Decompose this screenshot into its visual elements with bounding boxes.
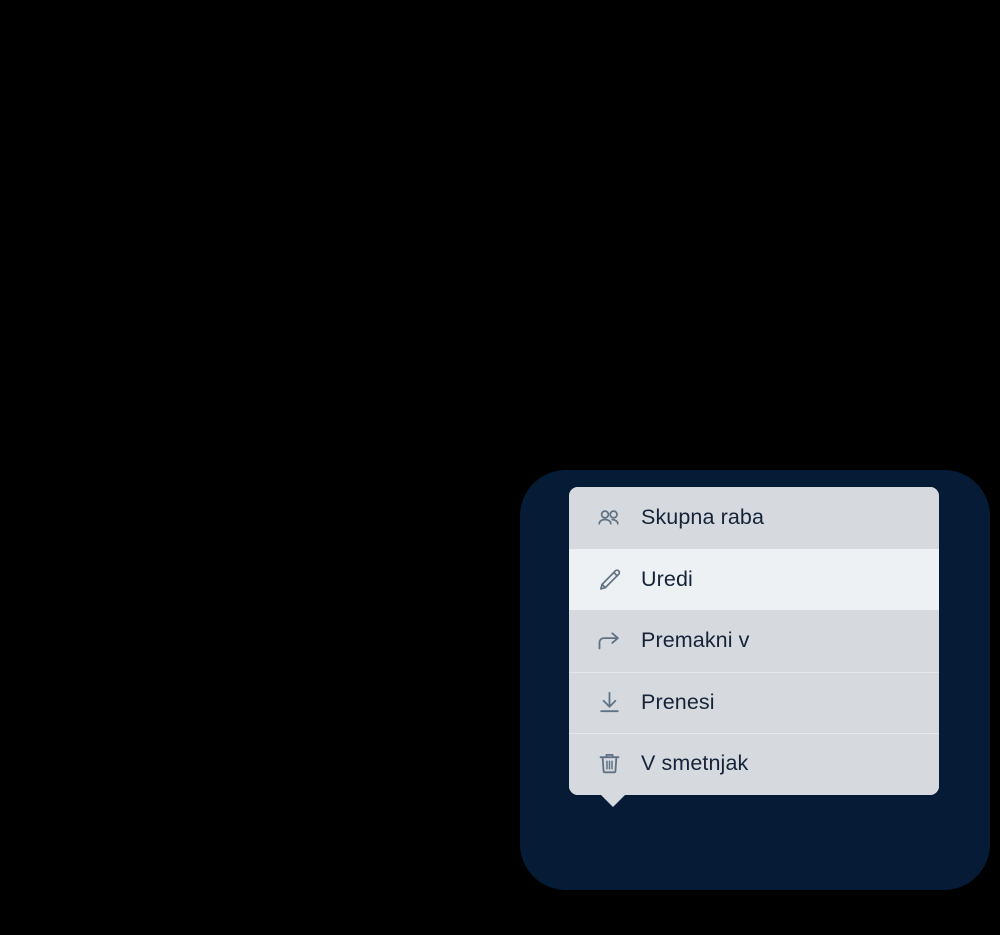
menu-item-label: Premakni v (641, 628, 750, 652)
pencil-icon (594, 564, 624, 594)
menu-item-label: Prenesi (641, 689, 715, 714)
menu-item-move-to[interactable]: Premakni v (569, 610, 939, 672)
context-menu-pointer-caret (600, 793, 626, 807)
menu-item-label: Skupna raba (641, 505, 765, 529)
menu-item-label: Uredi (641, 566, 693, 591)
menu-item-trash[interactable]: V smetnjak (569, 733, 939, 795)
menu-item-edit[interactable]: Uredi (569, 548, 939, 610)
trash-icon (594, 749, 624, 779)
context-menu: Skupna raba Uredi Premakni v (569, 487, 939, 807)
arrow-turn-right-icon (594, 626, 624, 656)
users-icon (594, 503, 624, 533)
context-menu-list: Skupna raba Uredi Premakni v (569, 487, 939, 795)
menu-item-download[interactable]: Prenesi (569, 671, 939, 733)
menu-item-label: V smetnjak (641, 751, 749, 775)
menu-item-share[interactable]: Skupna raba (569, 487, 939, 549)
download-icon (594, 687, 624, 717)
